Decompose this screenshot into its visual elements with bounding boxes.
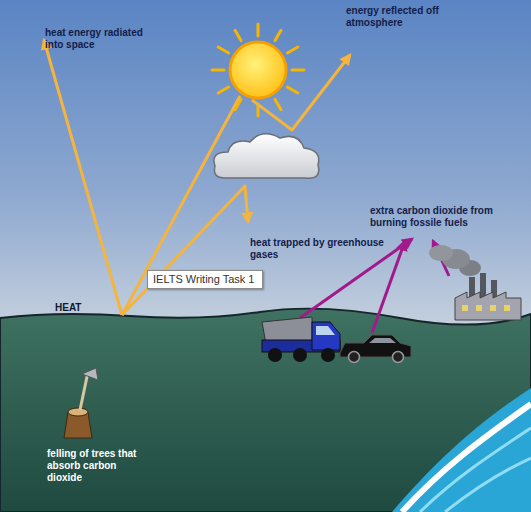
sun-ray bbox=[292, 69, 304, 72]
truck-cab bbox=[312, 322, 340, 350]
sun-ray bbox=[287, 47, 297, 53]
watermark-box: IELTS Writing Task 1 bbox=[147, 270, 263, 289]
sun-ray bbox=[257, 24, 260, 36]
box-text: IELTS Writing Task 1 bbox=[153, 273, 257, 286]
sun bbox=[230, 42, 286, 98]
truck bbox=[262, 317, 340, 362]
car-wheel bbox=[349, 352, 360, 363]
reflected-energy-arrow bbox=[252, 55, 350, 130]
factory-building bbox=[455, 292, 521, 320]
axe-head bbox=[82, 368, 98, 380]
sea-wave bbox=[445, 458, 531, 512]
ground bbox=[0, 309, 531, 512]
car-wheel bbox=[393, 352, 404, 363]
trapped-heat-arrow bbox=[122, 186, 248, 315]
truck-wheel bbox=[268, 348, 282, 362]
car bbox=[340, 335, 411, 363]
factory bbox=[429, 245, 521, 320]
sun-rays bbox=[212, 24, 304, 116]
cloud bbox=[214, 134, 319, 178]
sea-wave bbox=[420, 428, 531, 512]
sea bbox=[392, 388, 531, 512]
radiated-heat-arrow bbox=[44, 40, 122, 315]
sea-foam bbox=[402, 404, 531, 512]
tree-stump bbox=[64, 368, 98, 438]
radiation-label: heat energy radiated into space bbox=[45, 27, 157, 51]
sun-ray bbox=[235, 30, 241, 40]
deforestation-label: felling of trees that absorb carbon diox… bbox=[47, 448, 147, 484]
smoke-puff bbox=[429, 245, 453, 261]
factory-window bbox=[462, 305, 468, 311]
sun-ray bbox=[275, 99, 281, 109]
energy-arrows bbox=[44, 40, 350, 315]
sun-ray bbox=[212, 69, 224, 72]
sun-ray bbox=[218, 47, 228, 53]
stump-rings bbox=[68, 408, 88, 416]
carbon-source-label: extra carbon dioxide from burning fossil… bbox=[370, 205, 510, 229]
factory-window bbox=[504, 305, 510, 311]
carbon-arrows bbox=[300, 239, 449, 333]
sun-ray bbox=[275, 30, 281, 40]
truck-wheel bbox=[321, 348, 335, 362]
truck-window bbox=[316, 326, 335, 335]
car-emission-arrow bbox=[372, 241, 405, 333]
sky bbox=[0, 0, 531, 330]
factory-window bbox=[476, 305, 482, 311]
axe-handle bbox=[80, 372, 88, 410]
reflection-label: energy reflected off atmosphere bbox=[346, 5, 478, 29]
car-window bbox=[369, 338, 396, 343]
sun-ray bbox=[287, 87, 297, 93]
trapped-heat-label: heat trapped by greenhouse gases bbox=[250, 237, 385, 261]
truck-wheel bbox=[293, 348, 307, 362]
sun-ray bbox=[218, 87, 228, 93]
heat-label: HEAT bbox=[55, 302, 105, 314]
truck-emission-arrow bbox=[300, 239, 412, 318]
factory-window bbox=[490, 305, 496, 311]
